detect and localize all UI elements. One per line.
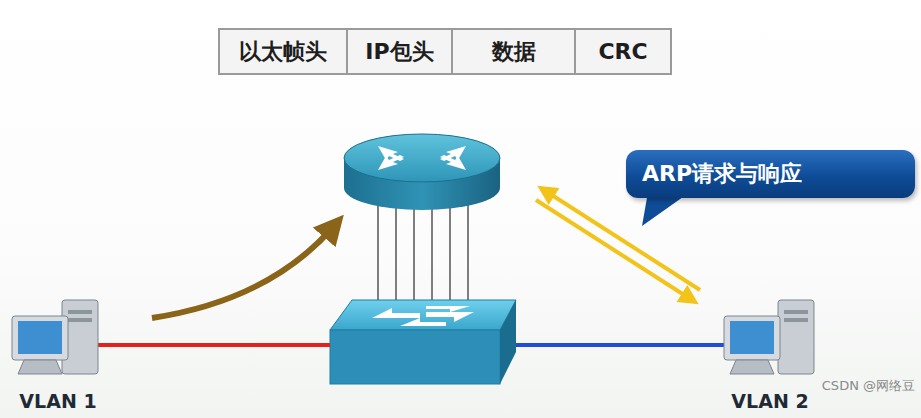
node-text: 以太帧头	[239, 37, 327, 67]
frame-field-cell: CRC	[574, 28, 672, 75]
trunk-lines	[378, 205, 468, 305]
callout-bubble: ARP请求与响应	[626, 150, 915, 198]
routing-arrow	[152, 226, 334, 318]
arp-request-arrow	[544, 190, 700, 290]
node-text: CRC	[598, 39, 647, 64]
node-text: ARP请求与响应	[642, 159, 802, 189]
vlan1-link	[98, 343, 330, 347]
frame-field-cell: IP包头	[346, 28, 453, 75]
router-symbol	[344, 134, 500, 210]
node-text: 数据	[492, 37, 536, 67]
frame-field-cell: 数据	[451, 28, 576, 75]
node-text: VLAN 2	[714, 390, 826, 412]
arp-reply-arrow	[536, 200, 692, 300]
node-text: VLAN 1	[2, 390, 114, 412]
watermark: CSDN @网络豆	[822, 377, 915, 395]
vlan2-link	[516, 343, 724, 347]
pc-icon	[12, 300, 98, 374]
pc-icon	[724, 300, 814, 374]
node-text: IP包头	[365, 37, 433, 67]
host-pc: VLAN 2	[714, 292, 826, 414]
frame-field-cell: 以太帧头	[218, 28, 348, 75]
host-pc: VLAN 1	[2, 292, 114, 414]
switch-symbol	[330, 300, 516, 384]
